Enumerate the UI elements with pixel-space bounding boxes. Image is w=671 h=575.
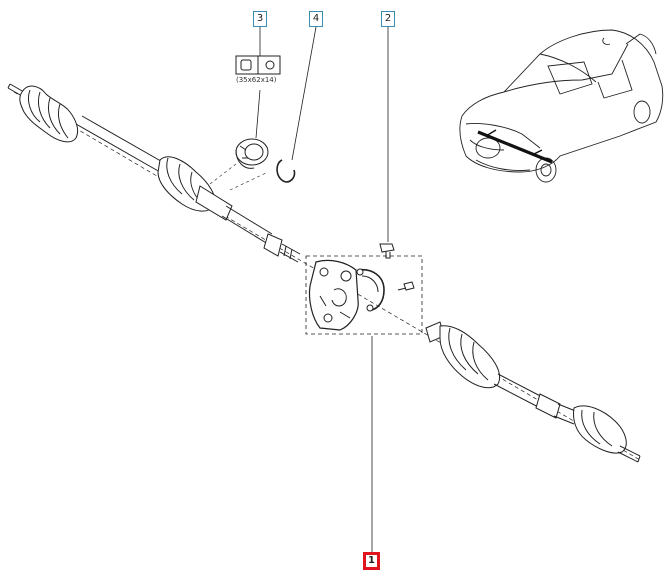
leader-4: [291, 26, 317, 161]
clamp-bolt: [397, 281, 415, 291]
bearing-size-label: (35x62x14): [236, 76, 277, 84]
callout-2[interactable]: 2: [381, 11, 395, 27]
left-drive-shaft: [7, 83, 301, 263]
callout-3[interactable]: 3: [253, 11, 267, 27]
bracket-frame: [305, 255, 423, 335]
vehicle-drive-shaft-highlight: [477, 130, 553, 164]
circlip: [276, 159, 296, 183]
bolt: [379, 243, 395, 259]
bearing-bracket: [308, 259, 359, 331]
bearing-symbol: [235, 55, 281, 75]
bearing-clamp: [356, 268, 385, 312]
vehicle-location-illustration: [459, 29, 664, 183]
callout-1-selected[interactable]: 1: [363, 552, 380, 570]
leader-3-bearing: [255, 89, 261, 139]
right-drive-shaft: [425, 321, 641, 463]
callout-4[interactable]: 4: [309, 11, 323, 27]
bearing: [235, 138, 269, 169]
shaft-axis-line: [13, 91, 641, 461]
